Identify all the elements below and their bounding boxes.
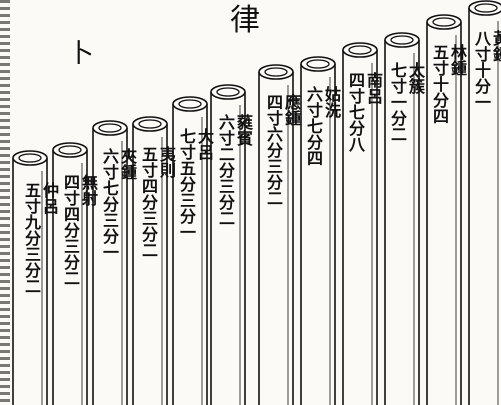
page-title: 律 (230, 3, 260, 38)
pipe-body (258, 72, 294, 405)
pipe-label-9: 南呂四寸七分八 (346, 72, 383, 152)
pipe-label-7-text: 應鍾 (282, 94, 301, 126)
pipe-bore (432, 17, 456, 27)
pipe-label-2: 無射四寸四分三分二 (61, 174, 98, 286)
pipe-label-1-text: 仲呂 (40, 182, 59, 214)
pipe-label-12-measure: 八寸十分一 (472, 30, 491, 110)
pitch-pipe-7 (258, 64, 294, 405)
pipe-body (172, 104, 208, 405)
pipe-label-12: 黃鍾八寸十分一 (472, 30, 501, 110)
pipe-label-11: 林鍾五寸十分四 (430, 44, 467, 124)
pipe-label-4-measure: 五寸四分三分二 (139, 146, 158, 258)
pitch-pipe-6 (210, 84, 246, 405)
pitch-pipe-2 (52, 142, 88, 405)
pipe-label-12-text: 黃鍾 (490, 30, 501, 62)
pipe-label-8: 姑洗六寸七分四 (304, 86, 341, 166)
pipe-bore (348, 45, 372, 55)
pipe-label-9-measure: 四寸七分八 (346, 72, 365, 152)
pipe-label-5-measure: 七寸五分三分一 (177, 128, 196, 240)
pipe-body (12, 158, 48, 405)
pipe-bore (216, 87, 240, 97)
page-edge-left (0, 0, 10, 405)
pipe-body (426, 22, 462, 405)
pipe-label-5: 大呂七寸五分三分一 (177, 128, 214, 240)
pitch-pipe-12 (468, 0, 501, 405)
pipe-label-10-text: 太簇 (406, 62, 425, 94)
pipe-bore (264, 67, 288, 77)
pipe-label-10: 太簇七寸一分二 (388, 62, 425, 142)
pipe-body (300, 64, 336, 405)
pipe-label-2-text: 無射 (79, 174, 98, 206)
pipe-label-6: 蕤賓六寸二分三分二 (216, 114, 253, 226)
pipe-label-4-text: 夷則 (157, 146, 176, 178)
pitch-pipe-8 (300, 56, 336, 405)
pipe-bore (138, 119, 162, 129)
pipe-label-1-measure: 五寸九分三分二 (22, 182, 41, 294)
pipe-bore (58, 145, 82, 155)
pipe-label-11-text: 林鍾 (448, 44, 467, 76)
pipe-label-2-measure: 四寸四分三分二 (61, 174, 80, 286)
pipe-label-3-measure: 六寸七分三分一 (100, 148, 119, 260)
pipe-label-1: 仲呂五寸九分三分二 (22, 182, 59, 294)
pipe-label-9-text: 南呂 (364, 72, 383, 104)
pipe-label-4: 夷則五寸四分三分二 (139, 146, 176, 258)
pipe-label-6-measure: 六寸二分三分二 (216, 114, 235, 226)
pipe-label-5-text: 大呂 (195, 128, 214, 160)
pipe-body (468, 8, 501, 405)
pitch-pipe-3 (92, 120, 128, 405)
pipe-bore (306, 59, 330, 69)
pipe-label-3: 夾鍾六寸七分三分一 (100, 148, 137, 260)
pipe-label-3-text: 夾鍾 (118, 148, 137, 180)
pipe-body (92, 128, 128, 405)
pitch-pipe-5 (172, 96, 208, 405)
pipe-bore (18, 153, 42, 163)
pipe-bore (474, 3, 498, 13)
pipe-body (132, 124, 168, 405)
pipe-body (342, 50, 378, 405)
pipe-label-11-measure: 五寸十分四 (430, 44, 449, 124)
pipe-label-6-text: 蕤賓 (234, 114, 253, 146)
pitch-pipe-9 (342, 42, 378, 405)
pipe-label-8-measure: 六寸七分四 (304, 86, 323, 166)
pitch-pipe-4 (132, 116, 168, 405)
pipe-body (210, 92, 246, 405)
pipe-body (52, 150, 88, 405)
pitch-pipe-1 (12, 150, 48, 405)
pitch-pipe-10 (384, 32, 420, 405)
page-fragment: 卜 (68, 39, 95, 69)
pipe-label-10-measure: 七寸一分二 (388, 62, 407, 142)
pipe-label-8-text: 姑洗 (322, 86, 341, 118)
pipe-bore (390, 35, 414, 45)
pitch-pipe-11 (426, 14, 462, 405)
pipe-label-7: 應鍾四寸六分三分二 (264, 94, 301, 206)
pipe-bore (98, 123, 122, 133)
pipe-bore (178, 99, 202, 109)
pipe-body (384, 40, 420, 405)
pipe-label-7-measure: 四寸六分三分二 (264, 94, 283, 206)
